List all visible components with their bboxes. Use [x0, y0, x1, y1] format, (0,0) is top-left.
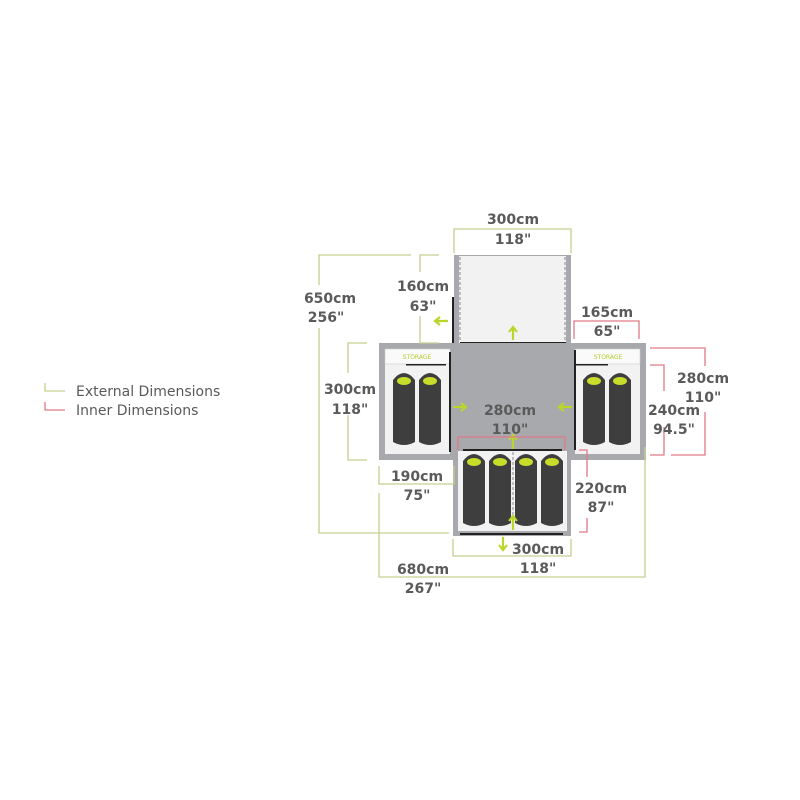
arrow-left-icon [557, 402, 572, 412]
arrow-down-icon [498, 537, 508, 552]
sleeping-bag-icon [463, 454, 485, 526]
total-length-cm: 650cm [304, 291, 356, 307]
side-room-width-cm: 190cm [391, 469, 443, 485]
dim-side-inner-width [573, 320, 640, 339]
porch-depth-in: 63" [410, 299, 437, 315]
dim-side-room-length [347, 342, 367, 461]
dim-side-inner-length [650, 364, 665, 456]
rear-inner-depth-in: 87" [588, 500, 615, 516]
dim-porch-width [453, 228, 572, 253]
side-outer-cm: 280cm [677, 371, 729, 387]
center-inner-width-cm: 280cm [484, 403, 536, 419]
legend: External Dimensions Inner Dimensions [44, 383, 220, 419]
storage-label-right: STORAGE [594, 354, 623, 361]
dim-total-width [378, 447, 646, 578]
door-arrows [433, 316, 572, 552]
side-outer-in: 110" [685, 390, 722, 406]
arrow-left-icon [433, 316, 448, 326]
sleeping-bag-icon [583, 373, 605, 445]
sleeping-bags [393, 373, 631, 526]
side-inner-width-in: 65" [594, 324, 621, 340]
side-room-length-in: 118" [332, 402, 369, 418]
side-inner-width-cm: 165cm [581, 305, 633, 321]
legend-inner-line [44, 402, 65, 411]
dim-center-inner-width [457, 436, 566, 450]
rear-width-cm: 300cm [512, 542, 564, 558]
legend-external-line [44, 383, 65, 392]
tent-structure: STORAGE STORAGE [379, 255, 646, 552]
arrow-right-icon [453, 402, 468, 412]
total-length-in: 256" [308, 310, 345, 326]
porch-width-cm: 300cm [487, 212, 539, 228]
dimension-lines [318, 228, 706, 578]
storage-label-left: STORAGE [403, 354, 432, 361]
legend-external-label: External Dimensions [76, 384, 220, 400]
center-inner-width-in: 110" [492, 422, 529, 438]
porch-width-in: 118" [495, 232, 532, 248]
dim-porch-depth [419, 254, 439, 344]
sleeping-bag-icon [393, 373, 415, 445]
total-width-cm: 680cm [397, 562, 449, 578]
arrow-up-icon [508, 433, 518, 449]
side-inner-length-in: 94.5" [653, 422, 695, 438]
total-width-in: 267" [405, 581, 442, 597]
dim-rear-inner-depth [579, 449, 588, 533]
side-room-width-in: 75" [404, 488, 431, 504]
dim-total-length [318, 254, 449, 534]
sleeping-bag-icon [515, 454, 537, 526]
dim-side-outer [650, 347, 706, 456]
bedroom-door [449, 352, 451, 452]
rear-width-in: 118" [520, 561, 557, 577]
sleeping-bag-icon [609, 373, 631, 445]
side-room-length-cm: 300cm [324, 382, 376, 398]
arrow-up-icon [508, 514, 518, 530]
legend-inner-label: Inner Dimensions [76, 403, 198, 419]
dim-rear-room-width [452, 539, 572, 557]
rear-door [460, 533, 563, 535]
dimension-labels: 300cm 118" 160cm 63" 650cm 256" 300cm 11… [304, 212, 729, 597]
bedroom-door [574, 350, 576, 450]
sleeping-bag-icon [489, 454, 511, 526]
dim-side-room-width [378, 466, 455, 485]
sleeping-bag-icon [541, 454, 563, 526]
sleeping-bag-icon [419, 373, 441, 445]
rear-inner-depth-cm: 220cm [575, 481, 627, 497]
divider [406, 364, 446, 366]
divider [576, 364, 608, 366]
porch-depth-cm: 160cm [397, 279, 449, 295]
bedroom-door [463, 449, 562, 451]
porch-door [452, 297, 454, 343]
side-inner-length-cm: 240cm [648, 403, 700, 419]
arrow-up-icon [508, 325, 518, 340]
